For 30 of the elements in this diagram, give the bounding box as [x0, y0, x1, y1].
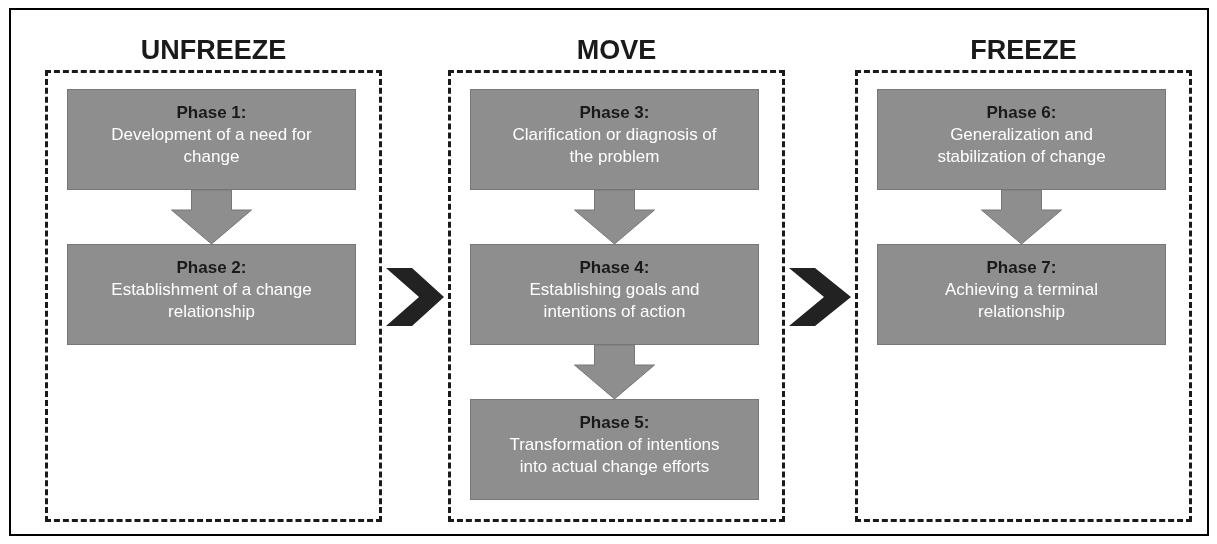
block-arrow	[574, 189, 655, 245]
phase-title: Phase 2:	[176, 257, 247, 279]
phase-description: Establishment of a change relationship	[110, 279, 313, 323]
phase-title: Phase 7:	[986, 257, 1057, 279]
chevron-arrow	[386, 268, 444, 326]
block-arrow	[574, 344, 655, 400]
phase-description: Establishing goals and intentions of action	[528, 279, 701, 323]
phase-box	[67, 244, 356, 345]
phase-description: Achieving a terminal relationship	[943, 279, 1100, 323]
phase-box	[470, 244, 759, 345]
stage-heading: UNFREEZE	[139, 34, 288, 67]
block-arrow	[981, 189, 1062, 245]
phase-title: Phase 1:	[176, 102, 247, 124]
block-arrow	[171, 189, 252, 245]
phase-box	[67, 89, 356, 190]
phase-title: Phase 4:	[579, 257, 650, 279]
phase-box	[470, 89, 759, 190]
phase-box	[470, 399, 759, 500]
phase-title: Phase 5:	[579, 412, 650, 434]
phase-description: Clarification or diagnosis of the problem	[511, 124, 718, 168]
phase-title: Phase 3:	[579, 102, 650, 124]
phase-box	[877, 89, 1166, 190]
phase-title: Phase 6:	[986, 102, 1057, 124]
phase-description: Transformation of intentions into actual change efforts	[508, 434, 721, 478]
chevron-arrow	[789, 268, 851, 326]
phase-description: Generalization and stabilization of change	[936, 124, 1107, 168]
stage-heading: FREEZE	[969, 34, 1078, 67]
stage-heading: MOVE	[575, 34, 658, 67]
phase-description: Development of a need for change	[110, 124, 313, 168]
phase-box	[877, 244, 1166, 345]
